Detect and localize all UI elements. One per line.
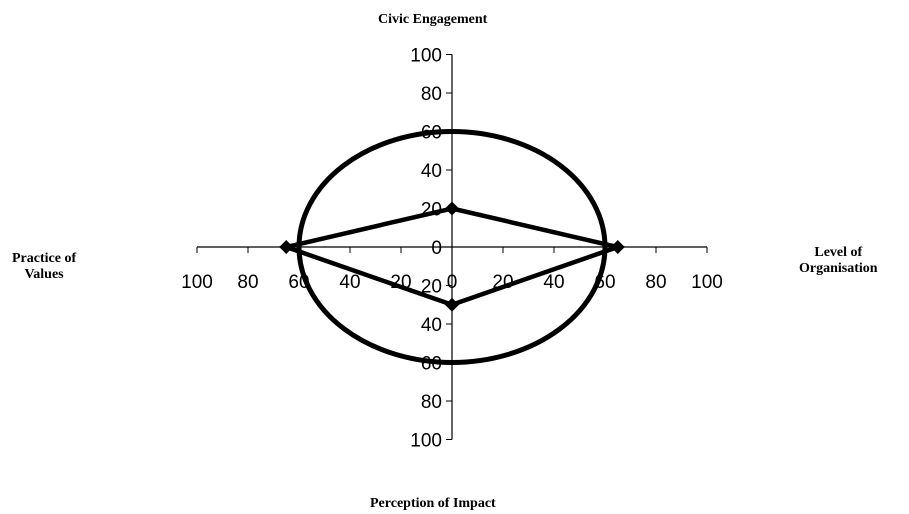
tick-label-down-40: 40 [421,315,442,336]
tick-label-down-80: 80 [421,392,442,413]
axis-title-left-line2: Values [24,267,64,282]
tick-label-right-40: 40 [543,272,564,293]
tick-label-left-80: 80 [237,272,258,293]
axis-title-right-line2: Organisation [799,261,878,276]
tick-label-down-20: 20 [421,277,442,298]
plot-area [278,129,626,365]
axis-title-bottom: Perception of Impact [370,496,496,511]
tick-label-left-100: 100 [181,272,213,293]
axis-title-left: Practice of Values [12,251,76,283]
axis-title-left-line1: Practice of [12,251,77,266]
tick-label-up-80: 80 [421,84,442,105]
axis-title-top: Civic Engagement [378,12,488,27]
reference-ellipse [296,129,608,365]
data-point-left [279,240,294,254]
data-point-down [445,297,459,312]
tick-label-up-100: 100 [410,46,442,67]
axis-title-right-line1: Level of [814,245,863,260]
data-point-up [445,201,459,216]
axes [196,54,708,440]
tick-label-right-100: 100 [691,272,723,293]
tick-label-down-100: 100 [410,431,442,452]
tick-label-right-80: 80 [645,272,666,293]
tick-label-up-0: 0 [431,238,442,259]
data-point-right [610,240,625,254]
tick-label-right-0: 0 [447,272,458,293]
axis-title-right: Level of Organisation [799,245,878,277]
tick-label-left-40: 40 [339,272,360,293]
tick-label-up-40: 40 [421,161,442,182]
